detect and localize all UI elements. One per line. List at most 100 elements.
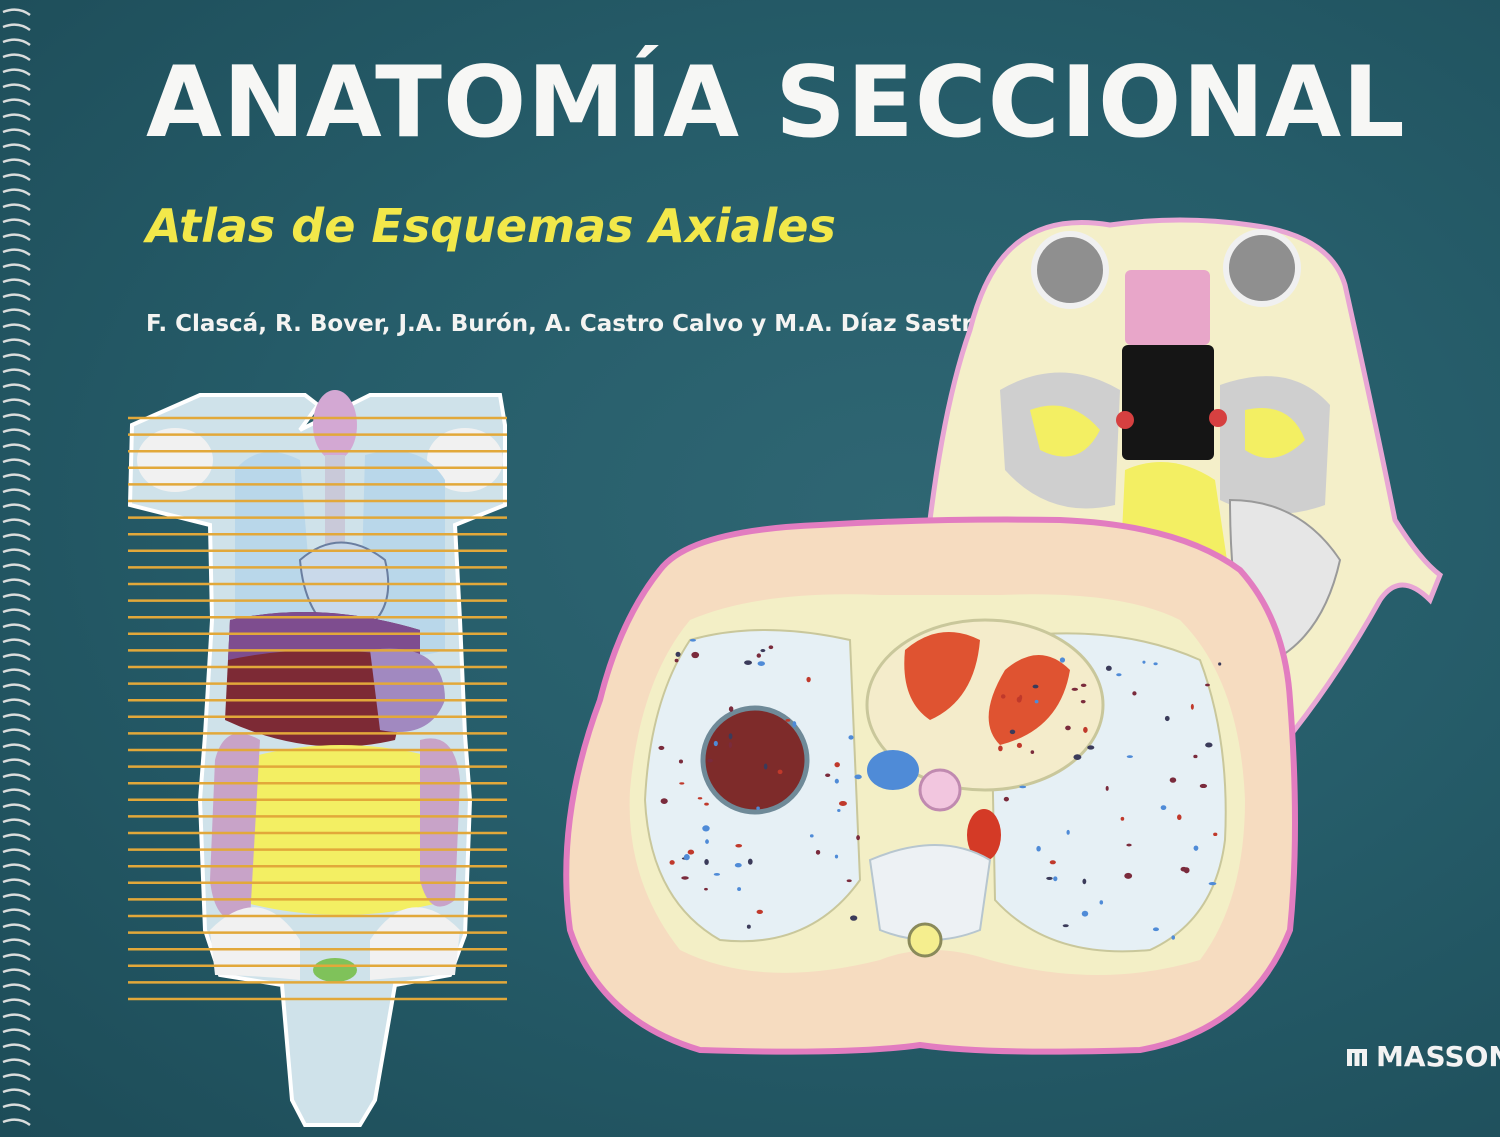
spiral-loop [2,398,31,407]
lung-vessel-dot [1160,805,1167,811]
lung-vessel-dot [1049,860,1056,865]
spiral-loop [2,473,31,482]
lung-vessel-dot [669,860,675,865]
lung-vessel-dot [825,773,831,777]
lung-vessel-dot [1099,900,1104,905]
spiral-loop [2,8,31,17]
lung-vessel-dot [704,858,709,865]
lung-vessel-dot [760,648,766,653]
lung-vessel-dot [704,802,709,806]
lung-vessel-dot [768,645,774,650]
spiral-loop [2,518,31,527]
lung-vessel-dot [1177,814,1182,821]
lung-vessel-dot [756,909,763,915]
lung-vessel-dot [713,740,718,747]
lung-vessel-dot [1218,662,1222,666]
lung-vessel-dot [1032,684,1039,689]
lung-vessel-dot [1081,910,1089,917]
spiral-loop [2,1103,31,1112]
lung-vessel-dot [809,834,814,838]
spiral-loop [2,383,31,392]
lung-vessel-dot [1066,829,1070,835]
lung-vessel-dot [728,706,734,712]
lung-vessel-dot [846,879,852,883]
lung-vessel-dot [1180,866,1187,872]
spiral-loop [2,1058,31,1067]
lung-vessel-dot [1105,785,1109,791]
lung-vessel-dot [838,801,847,806]
spiral-loop [2,113,31,122]
spiral-loop [2,923,31,932]
spiral-loop [2,53,31,62]
lung-vessel-dot [1071,687,1079,691]
spiral-loop [2,188,31,197]
lung-vessel-dot [1116,673,1122,677]
spiral-loop [2,323,31,332]
lung-vessel-dot [756,653,762,658]
spiral-loop [2,353,31,362]
spiral-loop [2,413,31,422]
lung-vessel-dot [707,758,713,763]
lung-vessel-dot [658,745,665,751]
spiral-loop [2,533,31,542]
spiral-loop [2,848,31,857]
lung-vessel-dot [678,759,684,764]
lung-vessel-dot [1153,662,1158,666]
lung-vessel-dot [747,858,753,865]
lung-vessel-dot [1120,816,1125,821]
lung-vessel-dot [1046,876,1053,881]
lung-vessel-dot [1073,754,1082,760]
lung-vessel-dot [1193,754,1198,759]
lung-vessel-dot [834,854,839,859]
lung-vessel-dot [1083,726,1088,733]
lung-vessel-dot [834,778,839,784]
lung-vessel-dot [1087,745,1095,750]
lung-vessel-dot [848,735,854,740]
spiral-loop [2,758,31,767]
spiral-loop [2,713,31,722]
spiral-loop [2,173,31,182]
lung-vessel-dot [806,676,811,683]
spiral-loop [2,878,31,887]
spiral-loop [2,83,31,92]
spiral-loop [2,818,31,827]
lung-vessel-dot [675,651,681,657]
lung-vessel-dot [792,721,797,728]
lung-vessel-dot [1059,657,1066,663]
spiral-loop [2,998,31,1007]
lung-vessel-dot [1164,715,1170,722]
lung-vessel-dot [1019,785,1027,789]
lung-vessel-dot [850,915,858,921]
spiral-loop [2,1088,31,1097]
spiral-loop [2,728,31,737]
spiral-loop [2,338,31,347]
lung-vessel-dot [1213,832,1218,837]
lung-vessel-dot [1193,845,1199,851]
spiral-loop [2,248,31,257]
spiral-loop [2,128,31,137]
book-subtitle: Atlas de Esquemas Axiales [146,199,836,253]
spiral-loop [2,578,31,587]
lung-vessel-dot [744,660,752,665]
lung-vessel-dot [704,887,708,891]
spiral-loop [2,638,31,647]
spiral-loop [2,158,31,167]
lung-vessel-dot [785,719,791,722]
spiral-loop [2,1013,31,1022]
spiral-loop [2,608,31,617]
lung-vessel-dot [713,873,721,876]
lung-vessel-dot [681,876,689,880]
lung-vessel-dot [702,825,710,832]
spiral-loop [2,143,31,152]
spiral-loop [2,263,31,272]
lung-vessel-dot [834,762,840,768]
lung-vessel-dot [1082,878,1087,885]
book-title: ANATOMÍA SECCIONAL [146,46,1406,160]
lung-vessel-dot [756,806,760,810]
lung-vessel-dot [1036,845,1041,852]
spiral-loop [2,833,31,842]
lung-vessel-dot [1190,703,1194,710]
spiral-loop [2,893,31,902]
lung-vessel-dot [1080,699,1086,704]
spiral-binding [2,8,31,1127]
